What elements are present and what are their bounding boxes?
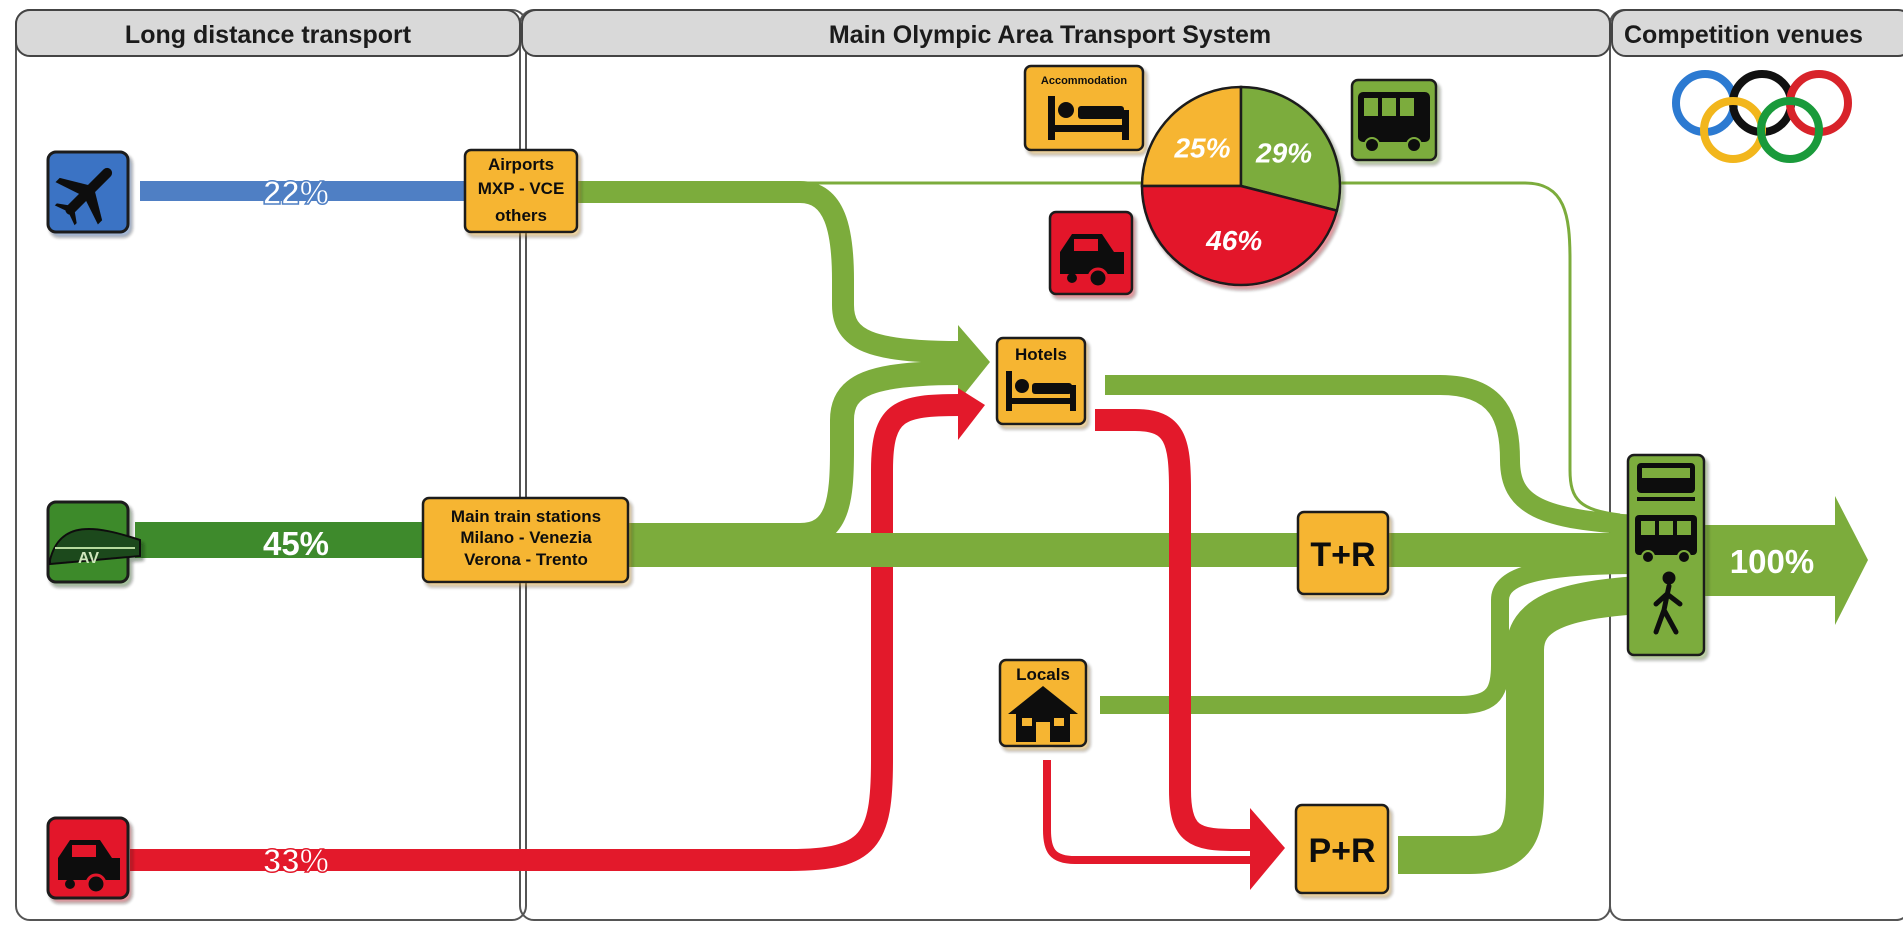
olympic-rings-logo (1672, 70, 1852, 163)
airports-line-1: Airports (488, 155, 554, 174)
pie-label-car: 46% (1205, 225, 1262, 256)
airports-line-3: others (495, 206, 547, 225)
train-percentage: 45% (263, 525, 329, 562)
header-main-area-label: Main Olympic Area Transport System (829, 21, 1271, 49)
bus-icon (1350, 78, 1438, 162)
flow-arrowheads (958, 325, 1870, 890)
flow-airport-to-hotels (575, 181, 961, 363)
car-icon (1048, 210, 1134, 296)
house-icon (1008, 686, 1078, 742)
modal-split-pie: 25% 29% 46% (1140, 85, 1342, 287)
train-stations-box: Main train stations Milano - Venezia Ver… (421, 496, 630, 584)
panel-headers: Long distance transport Main Olympic Are… (15, 9, 1903, 57)
bed-icon (1006, 371, 1076, 411)
header-venues (1611, 9, 1903, 57)
header-long-distance-label: Long distance transport (125, 21, 412, 49)
airports-line-2: MXP - VCE (478, 179, 565, 198)
airplane-icon (46, 150, 130, 234)
arrowhead-red-to-hotels (958, 388, 985, 440)
arrowhead-to-venues-big (1690, 496, 1868, 625)
flow-airport-to-venue (575, 181, 1621, 517)
accommodation-label: Accommodation (1041, 75, 1127, 87)
bus-icon (1635, 515, 1697, 564)
venue-transport-box (1626, 453, 1706, 657)
hotels-label: Hotels (1015, 345, 1067, 364)
flow-hotels-to-venue (1105, 375, 1641, 535)
locals-box: Locals (998, 658, 1088, 748)
flow-hotels-to-pr (1095, 409, 1255, 851)
pie-label-bus: 29% (1255, 138, 1312, 169)
arrowhead-to-venues (1690, 475, 1870, 500)
flow-rail-to-hotels (625, 361, 961, 547)
pie-slice-car (1140, 184, 1339, 287)
train-icon: AV (46, 500, 141, 584)
flow-pr-to-venue (1398, 576, 1642, 874)
locals-label: Locals (1016, 665, 1070, 684)
pie-slice-bus (1239, 85, 1342, 213)
car-icon (46, 816, 130, 900)
tr-box: T+R (1296, 510, 1390, 596)
flows (130, 181, 1642, 874)
pr-label: P+R (1308, 832, 1375, 870)
bus-icon (1637, 463, 1695, 501)
train-stations-line-1: Main train stations (451, 507, 601, 526)
bed-icon (1048, 96, 1129, 140)
flow-locals-to-pr (1043, 760, 1255, 864)
tr-label: T+R (1310, 536, 1375, 574)
pie-label-accommodation: 25% (1173, 132, 1230, 163)
pedestrian-icon (1653, 571, 1683, 635)
train-stations-line-3: Verona - Trento (464, 550, 588, 569)
train-stations-line-2: Milano - Venezia (460, 528, 592, 547)
pr-box: P+R (1294, 803, 1390, 895)
flow-locals-to-venue (1100, 556, 1641, 714)
flow-percentages: 22% 45% 33% 100% (262, 173, 1814, 880)
train-icon-text: AV (78, 550, 99, 567)
panel-frames (15, 9, 1903, 921)
accommodation-box: Accommodation (1023, 64, 1145, 152)
air-percentage: 22% (263, 174, 329, 211)
pie-slice-accommodation (1140, 85, 1243, 188)
header-long-distance (15, 9, 521, 57)
hotels-box: Hotels (995, 336, 1087, 426)
arrowhead-green-to-hotels (958, 325, 990, 402)
car-percentage: 33% (263, 842, 329, 879)
flow-car (130, 394, 961, 871)
header-venues-label: Competition venues (1624, 21, 1863, 49)
venue-percentage: 100% (1730, 543, 1814, 580)
arrowhead-to-pr (1250, 808, 1285, 890)
airports-box: Airports MXP - VCE others (463, 148, 579, 234)
header-main-area (521, 9, 1611, 57)
